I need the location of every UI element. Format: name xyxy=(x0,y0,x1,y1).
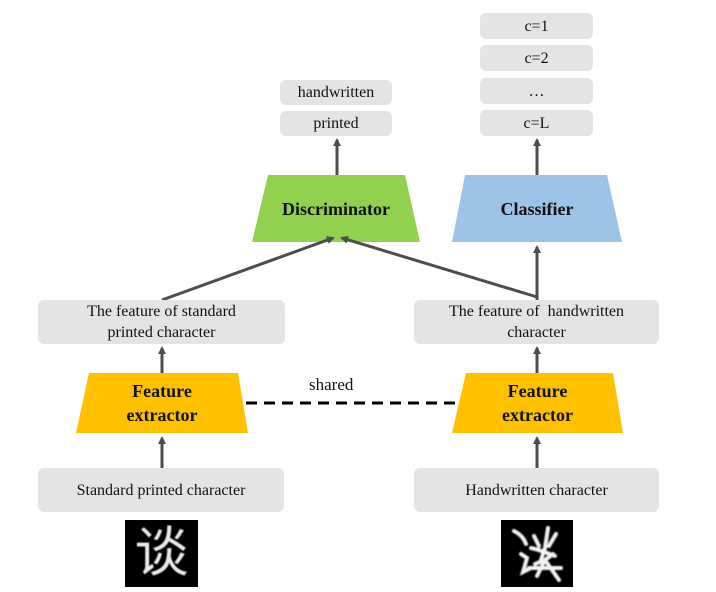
printed-glyph: 谈 xyxy=(134,521,189,584)
classifier-shape xyxy=(452,175,622,242)
extractor-right-line2: extractor xyxy=(502,405,573,425)
discriminator-shape xyxy=(252,175,420,242)
extractor-left-line2: extractor xyxy=(126,405,198,425)
input-handwritten-box: Handwritten character xyxy=(414,468,659,512)
shared-label: shared xyxy=(309,375,354,394)
feature-extractor-left-shape xyxy=(76,373,248,433)
class-output-1: c=1 xyxy=(480,13,593,39)
output-printed: printed xyxy=(280,111,392,136)
input-printed-box: Standard printed character xyxy=(38,468,284,512)
handwritten-glyph xyxy=(512,526,563,582)
class-output-ellipsis: … xyxy=(480,78,593,104)
extractor-right-line1: Feature xyxy=(507,381,568,401)
feature-extractor-left-label: Feature extractor xyxy=(76,373,248,433)
feature-printed-line1: The feature of standard xyxy=(87,303,236,320)
class-output-L: c=L xyxy=(480,110,593,136)
class-output-2: c=2 xyxy=(480,45,593,71)
discriminator-label: Discriminator xyxy=(282,198,390,219)
handwritten-character-image xyxy=(501,520,573,587)
arrow-printed-feature-to-discriminator xyxy=(161,236,335,302)
feature-handwritten-box: The feature of handwritten character xyxy=(414,300,659,344)
extractor-left-line1: Feature xyxy=(132,381,192,401)
feature-printed-line2: printed character xyxy=(107,324,216,341)
arrow-handwritten-feature-to-discriminator xyxy=(340,235,538,299)
feature-handwritten-line1: The feature of handwritten xyxy=(448,303,625,320)
feature-printed-box: The feature of standard printed characte… xyxy=(38,300,285,344)
feature-extractor-right-shape xyxy=(452,373,623,433)
output-handwritten: handwritten xyxy=(280,80,392,105)
feature-extractor-right-label: Feature extractor xyxy=(452,373,623,433)
feature-handwritten-line2: character xyxy=(507,324,566,341)
classifier-label: Classifier xyxy=(500,198,574,219)
printed-character-image: 谈 xyxy=(125,520,198,587)
